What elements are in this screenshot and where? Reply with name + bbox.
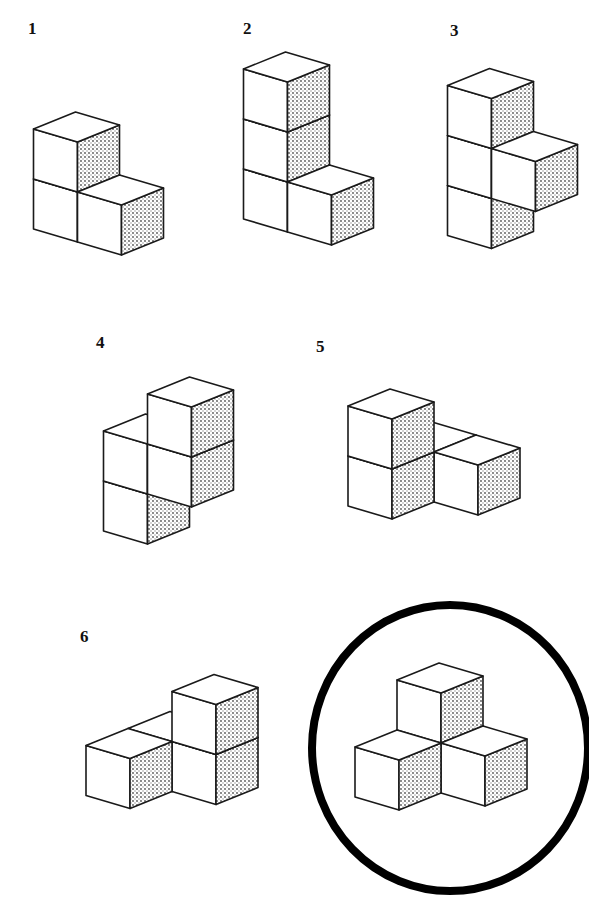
cube-top-face xyxy=(434,435,520,465)
cube-top-face xyxy=(448,69,534,99)
cube-top-face xyxy=(355,730,441,760)
answer-circle xyxy=(312,605,588,891)
polycube-figure xyxy=(86,675,258,809)
figure-number: 3 xyxy=(450,22,459,39)
cube-top-face xyxy=(288,165,374,195)
polycube-figure xyxy=(34,112,164,255)
figure-number: 2 xyxy=(243,20,252,37)
cube-top-face xyxy=(172,675,258,705)
figure-number: 4 xyxy=(96,334,105,351)
polycube-figure xyxy=(244,52,374,245)
figure-number: 5 xyxy=(316,338,325,355)
cube-top-face xyxy=(441,726,527,756)
cube-top-face xyxy=(348,389,434,419)
cube-group xyxy=(34,52,578,810)
cube-top-face xyxy=(78,175,164,205)
cube-top-face xyxy=(492,132,578,162)
cube-top-face xyxy=(86,729,172,759)
cube-top-face xyxy=(148,377,234,407)
polycube-figure xyxy=(104,377,234,544)
cube-top-face xyxy=(34,112,120,142)
cube-top-face xyxy=(397,663,483,693)
polycube-figure xyxy=(355,663,527,810)
polycube-figure xyxy=(448,69,578,249)
cube-top-face xyxy=(244,52,330,82)
polycube-figure xyxy=(348,389,520,519)
figure-number: 6 xyxy=(80,628,89,645)
figure-number: 1 xyxy=(28,20,37,37)
